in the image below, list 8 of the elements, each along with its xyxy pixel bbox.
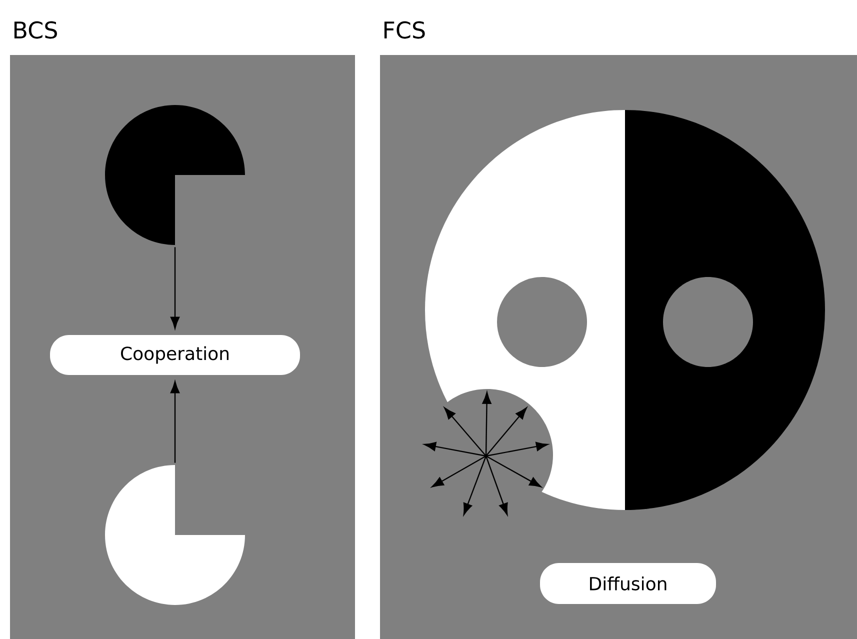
node-label: BCS [14, 21, 57, 39]
label-pill: Cooperation [50, 334, 300, 375]
label-pill: Diffusion [540, 562, 716, 604]
node-label: FCS [384, 21, 425, 39]
pie-shape [105, 105, 245, 245]
pie-shape [105, 464, 245, 605]
arrow [170, 381, 180, 463]
arrow [170, 247, 180, 329]
